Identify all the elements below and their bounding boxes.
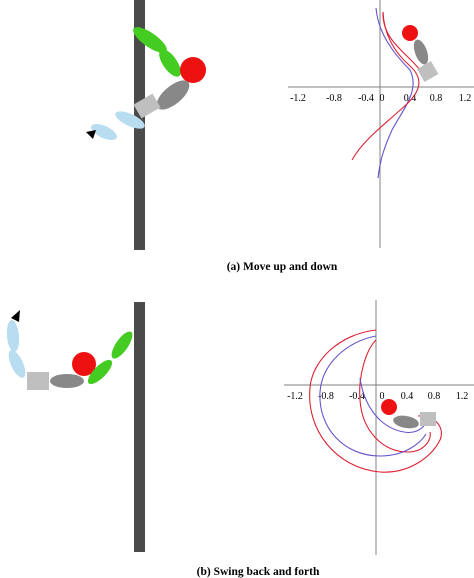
upper-limb-green bbox=[87, 359, 113, 385]
torso-segment bbox=[413, 39, 429, 65]
robot-illustration bbox=[6, 310, 133, 390]
blue-trajectory bbox=[375, 7, 414, 179]
tick-label: 0 bbox=[380, 93, 385, 104]
head bbox=[402, 25, 418, 41]
panel-a: -1.2 -0.8 -0.4 0 0.4 0.8 1.2 (a) Move up… bbox=[86, 0, 474, 273]
blue-trajectory bbox=[319, 335, 427, 457]
red-trajectory bbox=[351, 11, 420, 161]
tick-label: -1.2 bbox=[290, 93, 306, 104]
panel-b: -1.2 -0.8 -0.4 0 0.4 0.8 1.2 (b) Swing b… bbox=[6, 300, 474, 578]
foot-arrow bbox=[86, 130, 96, 139]
pole bbox=[134, 302, 145, 552]
torso-segment bbox=[156, 80, 190, 110]
red-trajectory bbox=[359, 339, 431, 453]
foot-arrow bbox=[11, 310, 20, 322]
tick-label: 0.8 bbox=[430, 93, 443, 104]
upper-limb-green bbox=[159, 49, 181, 77]
tick-label: -0.8 bbox=[318, 391, 334, 402]
tick-label: 0.4 bbox=[401, 391, 414, 402]
lower-limb-blue bbox=[91, 123, 117, 141]
caption-b: (b) Swing back and forth bbox=[197, 566, 320, 578]
head bbox=[381, 399, 397, 415]
plot-a: -1.2 -0.8 -0.4 0 0.4 0.8 1.2 bbox=[288, 0, 474, 248]
hip-box bbox=[417, 61, 439, 83]
torso-segment bbox=[393, 415, 419, 429]
tick-label: -0.4 bbox=[349, 391, 365, 402]
head bbox=[180, 57, 206, 83]
hip-box bbox=[420, 412, 436, 426]
plot-b: -1.2 -0.8 -0.4 0 0.4 0.8 1.2 bbox=[284, 300, 474, 555]
red-trajectory bbox=[309, 329, 442, 473]
head bbox=[72, 352, 96, 376]
lower-limb-blue bbox=[6, 320, 20, 352]
caption-a: (a) Move up and down bbox=[227, 261, 338, 273]
torso-segment bbox=[50, 374, 84, 388]
upper-limb-green bbox=[111, 331, 133, 359]
hip-box bbox=[133, 93, 161, 119]
tick-label: 1.2 bbox=[459, 93, 472, 104]
upper-limb-green bbox=[133, 27, 167, 53]
tick-label: -0.8 bbox=[326, 93, 342, 104]
robot-illustration bbox=[86, 27, 206, 141]
lower-limb-blue bbox=[115, 111, 145, 129]
lower-limb-blue bbox=[8, 350, 26, 378]
red-trajectory bbox=[382, 11, 421, 71]
tick-label: 0 bbox=[380, 391, 385, 402]
blue-trajectory bbox=[359, 377, 425, 434]
tick-label: -0.4 bbox=[358, 93, 374, 104]
hip-box bbox=[27, 372, 49, 390]
tick-label: 0.8 bbox=[428, 391, 441, 402]
tick-label: -1.2 bbox=[287, 391, 303, 402]
tick-label: 1.2 bbox=[456, 391, 469, 402]
